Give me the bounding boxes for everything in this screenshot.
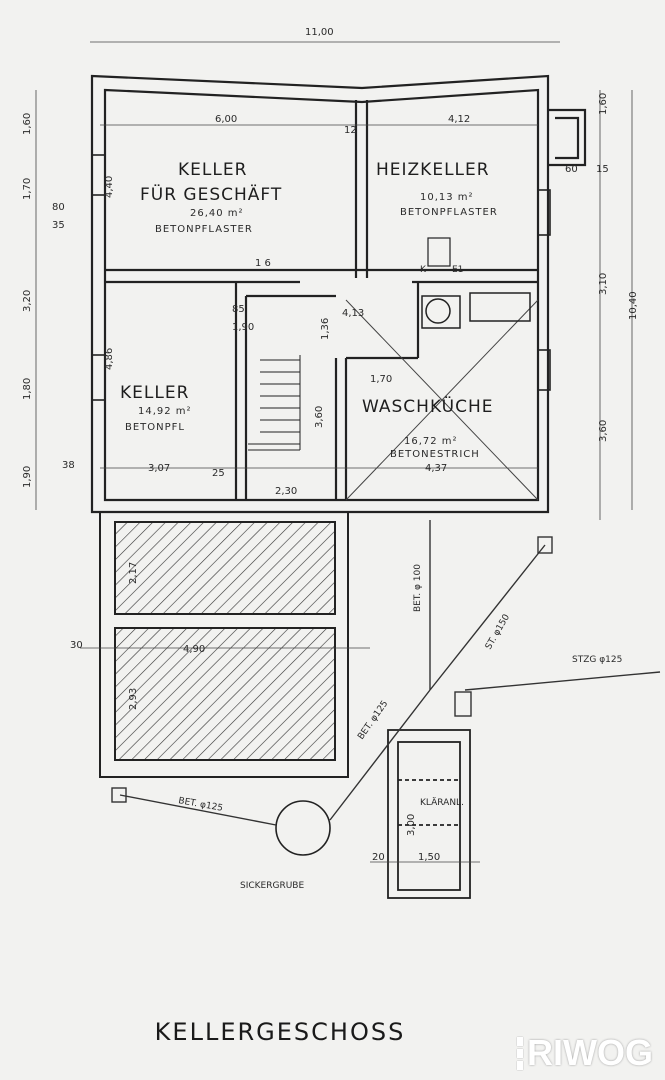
dim-w-30: 30 <box>70 640 83 651</box>
sickergrube-circle <box>275 800 331 856</box>
dim-inner-1-36: 1,36 <box>320 318 331 340</box>
dim-inner-4-86: 4,86 <box>104 348 115 370</box>
room-waschkueche-area: 16,72 m² <box>404 436 458 447</box>
dim-left-3: 3,20 <box>22 290 33 312</box>
dim-k-1-50: 1,50 <box>418 852 440 863</box>
dim-ext-2-17: 2,17 <box>128 562 139 584</box>
dim-w-85: 85 <box>232 304 245 315</box>
staircase <box>248 355 301 451</box>
dim-overall-height: 10,40 <box>628 291 639 320</box>
brand-name: RIWOG <box>527 1032 653 1073</box>
dim-keller-geschaeft-width: 6,00 <box>215 114 237 125</box>
dim-w-35: 35 <box>52 220 65 231</box>
dim-w-190: 1,90 <box>232 322 254 333</box>
room-waschkueche-floor: BETONESTRICH <box>390 449 480 460</box>
k-label: K <box>420 265 427 275</box>
dim-w-20: 20 <box>372 852 385 863</box>
boiler-symbol <box>427 237 451 267</box>
dim-left-4: 1,80 <box>22 378 33 400</box>
pipe-label-bet-100: BET. φ 100 <box>413 564 423 612</box>
dim-corridor-width: 4,13 <box>342 308 364 319</box>
e1-label: E1 <box>452 265 463 275</box>
waschkueche-cross <box>345 292 539 501</box>
dim-wasch-width: 4,37 <box>425 463 447 474</box>
dim-keller-width: 3,07 <box>148 463 170 474</box>
dim-w-80: 80 <box>52 202 65 213</box>
room-heizkeller-floor: BETONPFLASTER <box>400 207 498 218</box>
room-keller-floor: BETONPFL <box>125 422 185 433</box>
dim-left-1: 1,60 <box>22 113 33 135</box>
dim-w-170: 1,70 <box>370 374 392 385</box>
room-keller-geschaeft-floor: BETONPFLASTER <box>155 224 253 235</box>
dim-w-38: 38 <box>62 460 75 471</box>
outer-walls <box>90 74 587 514</box>
dim-heizkeller-width: 4,12 <box>448 114 470 125</box>
dim-right-1: 1,60 <box>598 93 609 115</box>
dim-w-12: 12 <box>344 125 357 136</box>
pipe-label-bet-125-diag: BET. φ125 <box>356 699 390 742</box>
room-heizkeller-name: HEIZKELLER <box>376 160 490 180</box>
dim-w-15: 15 <box>596 164 609 175</box>
room-waschkueche-name: WASCHKÜCHE <box>362 395 493 417</box>
room-keller-geschaeft-line2: FÜR GESCHÄFT <box>140 183 282 205</box>
room-keller-name: KELLER <box>120 383 189 403</box>
plan-title: KELLERGESCHOSS <box>154 1018 406 1046</box>
brand-mark-icon <box>517 1036 524 1070</box>
extension-walls <box>99 511 349 778</box>
dim-left-2: 1,70 <box>22 178 33 200</box>
dimension-lines <box>35 41 633 863</box>
dim-w-16: 1 6 <box>255 258 271 269</box>
dim-inner-4-40: 4,40 <box>104 176 115 198</box>
brand-logo: RIWOG <box>517 1032 653 1074</box>
room-keller-geschaeft-line1: KELLER <box>178 160 247 180</box>
dim-w-25: 25 <box>212 468 225 479</box>
room-keller-geschaeft-area: 26,40 m² <box>190 208 244 219</box>
dim-ext-2-93: 2,93 <box>128 688 139 710</box>
room-heizkeller-area: 10,13 m² <box>420 192 474 203</box>
dim-right-2: 3,10 <box>598 273 609 295</box>
dim-stair-width: 2,30 <box>275 486 297 497</box>
pipes <box>111 520 661 826</box>
dim-right-3: 3,60 <box>598 420 609 442</box>
pipe-label-stzg-125: STZG φ125 <box>572 655 622 665</box>
dim-left-5: 1,90 <box>22 466 33 488</box>
pipe-label-st-150: ST. φ150 <box>484 613 512 652</box>
sickergrube-label: SICKERGRUBE <box>240 881 304 891</box>
dim-k-3-00: 3,00 <box>406 814 417 836</box>
dim-ext-4-90: 4,90 <box>183 644 205 655</box>
klaeranlage <box>387 729 471 899</box>
klaeranlage-label: KLÄRANL. <box>420 797 464 808</box>
windows-left <box>91 154 551 401</box>
dim-w-60: 60 <box>565 164 578 175</box>
dim-overall-width: 11,00 <box>305 27 334 38</box>
dim-inner-3-60: 3,60 <box>314 406 325 428</box>
room-keller-area: 14,92 m² <box>138 406 192 417</box>
